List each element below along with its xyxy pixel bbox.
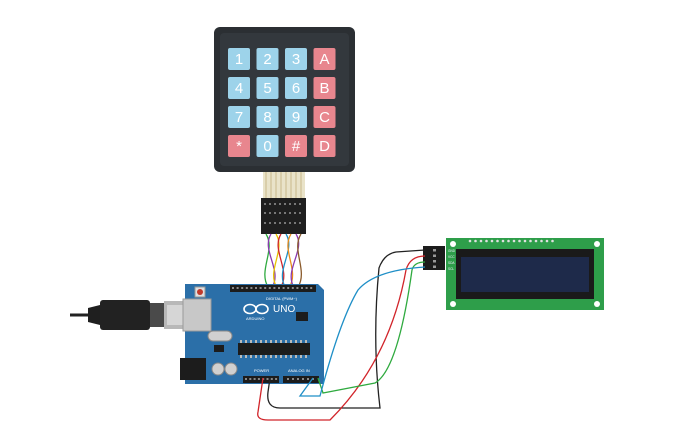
keypad-wire [290, 233, 300, 288]
lcd-i2c-module[interactable]: GND VCC SDA SCL [446, 238, 604, 310]
wire-sda [317, 261, 426, 394]
keypad-key-9[interactable]: 9 [285, 106, 307, 128]
keypad-key-1[interactable]: 1 [228, 48, 250, 70]
keypad-key-label: 8 [263, 109, 271, 126]
keypad-key-3[interactable]: 3 [285, 48, 307, 70]
keypad-wire [281, 233, 290, 288]
arduino-reset-knob [197, 289, 203, 295]
svg-text:SCL: SCL [448, 267, 454, 271]
keypad-key-label: # [292, 138, 301, 155]
keypad-key-label: 2 [263, 51, 271, 68]
arduino-power-jack [180, 358, 206, 380]
analog-header [283, 376, 319, 383]
smd-component [214, 345, 224, 352]
arduino-pcb [185, 284, 324, 384]
lcd-wires [257, 249, 426, 421]
svg-text:VCC: VCC [448, 255, 455, 259]
keypad-key-label: 3 [292, 51, 300, 68]
keypad-key-label: * [236, 138, 242, 155]
mount-hole [450, 241, 456, 247]
arduino-usb-port [182, 298, 212, 332]
keypad-key-4[interactable]: 4 [228, 77, 250, 99]
keypad-key-b[interactable]: B [313, 77, 336, 99]
mount-hole [594, 241, 600, 247]
keypad-key-star[interactable]: * [228, 135, 250, 157]
model-label: UNO [273, 304, 295, 315]
brand-label: ARDUINO [246, 316, 264, 321]
lcd-pin-labels: GND VCC SDA SCL [448, 249, 456, 271]
keypad-ribbon [263, 172, 305, 200]
keypad-key-label: 5 [263, 80, 271, 97]
keypad-key-a[interactable]: A [313, 48, 336, 70]
keypad-key-8[interactable]: 8 [256, 106, 279, 128]
keypad-key-7[interactable]: 7 [228, 106, 250, 128]
keypad-connector [261, 198, 306, 234]
svg-text:GND: GND [448, 249, 456, 253]
keypad-key-label: B [319, 80, 329, 97]
wire-scl [298, 266, 426, 397]
digital-header [230, 285, 316, 292]
keypad-key-label: 1 [235, 51, 243, 68]
keypad-key-label: 0 [263, 138, 271, 155]
keypad[interactable]: 1 2 3 A 4 5 6 B 7 8 9 C * 0 # D [214, 27, 355, 172]
svg-text:SDA: SDA [448, 261, 455, 265]
wire-vcc [257, 255, 426, 421]
keypad-key-c[interactable]: C [313, 106, 336, 128]
power-label: POWER [254, 368, 269, 373]
keypad-key-label: 6 [292, 80, 300, 97]
keypad-key-label: C [319, 109, 330, 126]
lcd-connector [423, 246, 445, 270]
mount-hole [594, 301, 600, 307]
keypad-key-hash[interactable]: # [285, 135, 307, 157]
keypad-wires [264, 233, 302, 288]
keypad-connector-pins [264, 203, 301, 224]
atmega-chip [238, 343, 310, 355]
keypad-key-0[interactable]: 0 [256, 135, 279, 157]
keypad-wire [297, 233, 302, 288]
digital-label: DIGITAL (PWM~) [266, 296, 298, 301]
keypad-keys: 1 2 3 A 4 5 6 B 7 8 9 C * 0 # D [228, 48, 336, 157]
keypad-wire [264, 233, 270, 288]
capacitor [224, 362, 238, 376]
keypad-key-label: 4 [235, 80, 243, 97]
power-header [243, 376, 279, 383]
arduino-uno-board[interactable]: DIGITAL (PWM~) ARDUINO UNO POWER ANALOG … [180, 284, 324, 384]
lcd-screen [461, 257, 589, 292]
keypad-key-label: 9 [292, 109, 300, 126]
keypad-key-label: 7 [235, 109, 243, 126]
wire-gnd [267, 249, 426, 409]
mount-hole [450, 301, 456, 307]
keypad-key-label: A [319, 51, 329, 68]
keypad-key-d[interactable]: D [313, 135, 336, 157]
keypad-key-2[interactable]: 2 [256, 48, 279, 70]
crystal [207, 330, 233, 342]
keypad-key-5[interactable]: 5 [256, 77, 279, 99]
usb-cable [70, 300, 198, 330]
capacitor [211, 362, 225, 376]
keypad-key-label: D [319, 138, 330, 155]
analog-label: ANALOG IN [288, 368, 310, 373]
arduino-logo-icon [243, 303, 269, 315]
keypad-key-6[interactable]: 6 [285, 77, 307, 99]
smd-component [296, 312, 308, 321]
keypad-wire [272, 233, 280, 288]
